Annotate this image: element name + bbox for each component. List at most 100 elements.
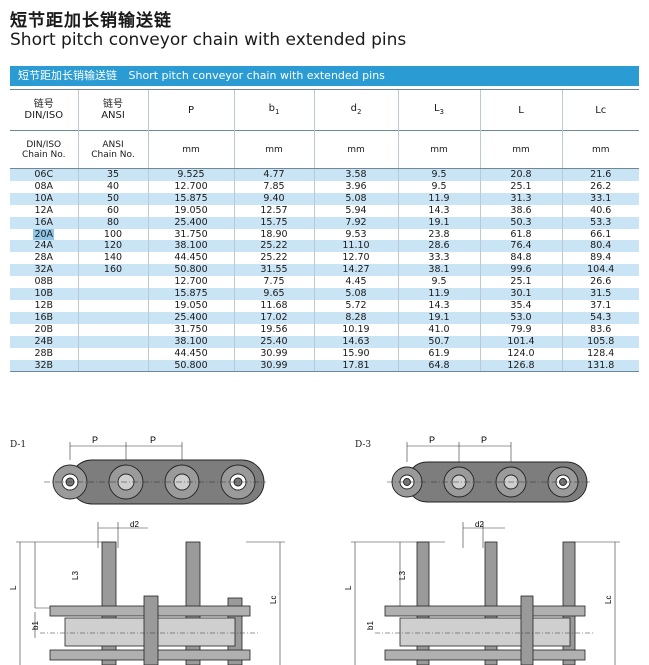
banner-title-cn: 短节距加长销输送链 xyxy=(18,69,117,82)
table-cell: 20.8 xyxy=(479,168,562,181)
table-cell: 100 xyxy=(77,228,148,241)
table-cell: 10A xyxy=(10,192,78,205)
table-cell: 5.72 xyxy=(313,299,398,312)
table-cell: 35.4 xyxy=(479,299,562,312)
col-header-l3: L3 xyxy=(397,89,480,131)
table-cell: 44.450 xyxy=(147,347,234,360)
table-cell: 08A xyxy=(10,180,78,193)
table-cell: 17.02 xyxy=(233,311,314,324)
d3-pitch-label-1: P xyxy=(429,435,435,445)
table-cell: 50.7 xyxy=(397,335,480,348)
table-cell xyxy=(77,335,148,348)
table-cell: 40.6 xyxy=(561,204,639,217)
table-cell: 30.99 xyxy=(233,359,314,373)
table-cell: 5.08 xyxy=(313,288,398,300)
d3-top-view: P P xyxy=(387,435,590,503)
table-cell: 9.5 xyxy=(397,168,480,181)
table-cell: 06C xyxy=(10,168,78,181)
table-cell: 26.6 xyxy=(561,276,639,289)
table-cell: 31.5 xyxy=(561,288,639,300)
col-header-l: L xyxy=(479,89,562,131)
table-cell: 9.53 xyxy=(313,228,398,241)
table-cell: 16B xyxy=(10,311,78,324)
unit-cell: mm xyxy=(313,130,398,169)
table-cell: 50 xyxy=(77,192,148,205)
table-cell: 12.700 xyxy=(147,180,234,193)
table-cell: 25.1 xyxy=(479,276,562,289)
table-cell: 32B xyxy=(10,359,78,373)
table-cell: 17.81 xyxy=(313,359,398,373)
table-cell: 41.0 xyxy=(397,323,480,336)
table-cell xyxy=(77,311,148,324)
table-cell: 80 xyxy=(77,216,148,229)
table-cell: 25.400 xyxy=(147,216,234,229)
table-cell: 60 xyxy=(77,204,148,217)
table-cell: 120 xyxy=(77,240,148,253)
table-cell: 160 xyxy=(77,264,148,277)
col-header-b1: b1 xyxy=(233,89,314,131)
page-title-cn: 短节距加长销输送链 xyxy=(10,11,172,31)
page-title-en: Short pitch conveyor chain with extended… xyxy=(10,30,407,50)
table-cell: 30.1 xyxy=(479,288,562,300)
table-cell: 11.9 xyxy=(397,288,480,300)
table-cell: 37.1 xyxy=(561,299,639,312)
table-cell: 15.75 xyxy=(233,216,314,229)
table-cell: 20A xyxy=(10,228,78,241)
table-cell: 83.6 xyxy=(561,323,639,336)
table-cell: 12B xyxy=(10,299,78,312)
table-cell: 12.57 xyxy=(233,204,314,217)
table-cell: 28B xyxy=(10,347,78,360)
table-cell: 18.90 xyxy=(233,228,314,241)
table-cell: 38.100 xyxy=(147,335,234,348)
table-cell: 131.8 xyxy=(561,359,639,373)
table-cell: 50.800 xyxy=(147,264,234,277)
table-cell: 31.750 xyxy=(147,323,234,336)
d1-pitch-label-2: P xyxy=(150,435,156,445)
d3-b1-label: b1 xyxy=(366,621,375,630)
table-cell xyxy=(77,359,148,373)
table-cell: 11.9 xyxy=(397,192,480,205)
d3-l-label: L xyxy=(345,585,353,590)
table-cell: 28.6 xyxy=(397,240,480,253)
unit-cell: mm xyxy=(397,130,480,169)
unit-cell: mm xyxy=(147,130,234,169)
table-cell: 61.8 xyxy=(479,228,562,241)
table-cell: 9.5 xyxy=(397,180,480,193)
d3-pitch-label-2: P xyxy=(481,435,487,445)
table-cell: 33.1 xyxy=(561,192,639,205)
table-cell: 54.3 xyxy=(561,311,639,324)
table-cell: 10B xyxy=(10,288,78,300)
table-cell: 53.3 xyxy=(561,216,639,229)
d1-side-view: d2 L L3 b1 Lc xyxy=(10,520,285,665)
table-cell: 7.85 xyxy=(233,180,314,193)
table-cell: 14.3 xyxy=(397,204,480,217)
d1-top-view: P P xyxy=(44,435,266,505)
col-header-lc: Lc xyxy=(561,89,639,131)
table-cell: 19.1 xyxy=(397,216,480,229)
table-cell: 26.2 xyxy=(561,180,639,193)
table-cell: 35 xyxy=(77,168,148,181)
table-cell xyxy=(77,276,148,289)
d1-d2-label: d2 xyxy=(130,520,139,529)
table-cell: 38.1 xyxy=(397,264,480,277)
table-cell: 50.800 xyxy=(147,359,234,373)
table-cell: 23.8 xyxy=(397,228,480,241)
table-cell: 25.40 xyxy=(233,335,314,348)
table-cell: 104.4 xyxy=(561,264,639,277)
table-cell: 25.400 xyxy=(147,311,234,324)
table-cell: 31.3 xyxy=(479,192,562,205)
table-cell: 38.100 xyxy=(147,240,234,253)
table-cell: 24A xyxy=(10,240,78,253)
section-banner: 短节距加长销输送链 Short pitch conveyor chain wit… xyxy=(10,66,639,86)
d3-d2-label: d2 xyxy=(475,520,484,529)
d1-l3-label: L3 xyxy=(71,571,80,580)
